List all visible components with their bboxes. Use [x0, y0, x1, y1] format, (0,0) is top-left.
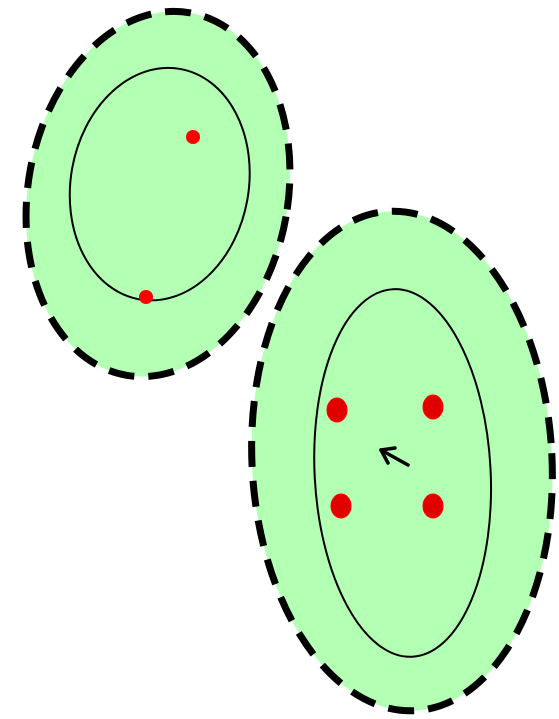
lower-right-red-dot-1: [327, 398, 347, 422]
lower-right-red-dot-4: [423, 494, 443, 518]
lower-right-red-dot-3: [331, 494, 351, 518]
upper-left-red-dot-1: [186, 130, 200, 144]
lower-right-red-dot-2: [423, 395, 443, 419]
upper-left-red-dot-2: [139, 290, 153, 304]
